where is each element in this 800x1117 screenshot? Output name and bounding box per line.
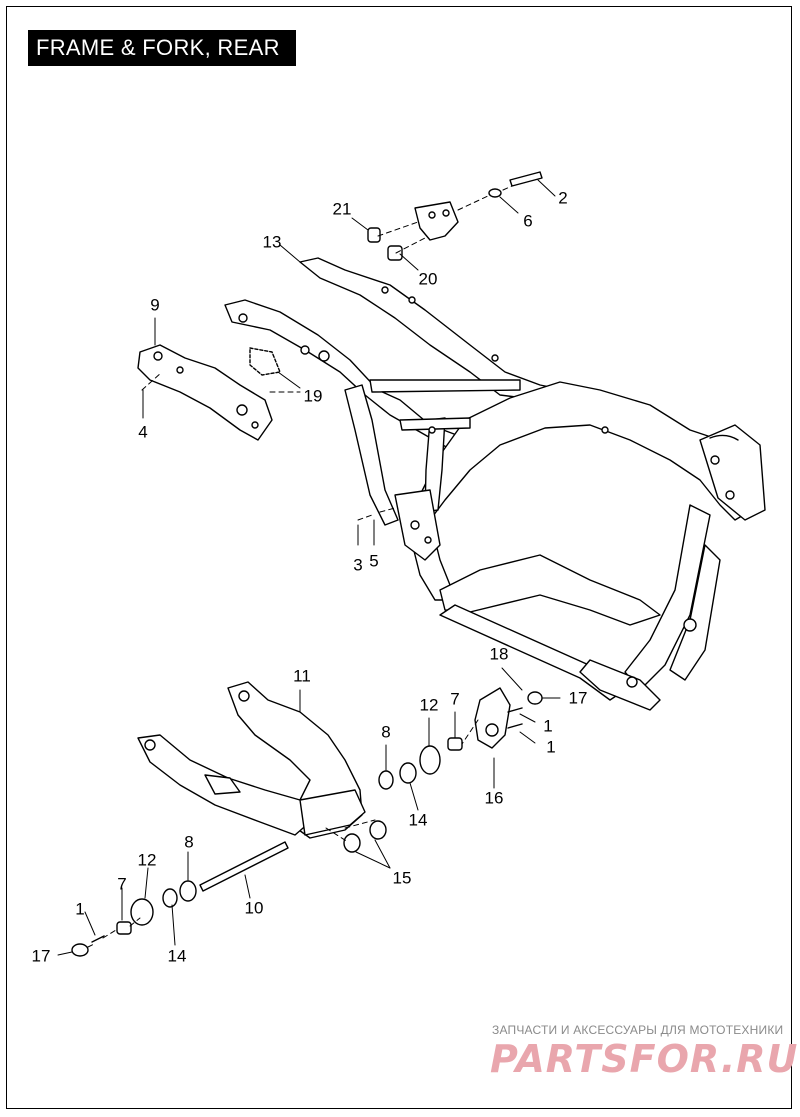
upper-bracket-parts (367, 171, 543, 261)
pivot-bracket-parts (378, 687, 543, 790)
callout-18: 18 (489, 644, 509, 664)
pivot-shaft-parts (71, 820, 387, 957)
watermark-logo: PARTSFOR.RU (490, 1037, 799, 1081)
callout-17-upper: 17 (568, 688, 588, 708)
callout-4: 4 (138, 422, 148, 442)
callout-7-upper: 7 (450, 689, 460, 709)
callout-20: 20 (418, 269, 438, 289)
swingarm-part (137, 681, 366, 839)
page-title: FRAME & FORK, REAR (28, 30, 296, 66)
callout-19: 19 (303, 386, 323, 406)
callout-2: 2 (558, 188, 568, 208)
callout-3: 3 (353, 555, 363, 575)
callout-13: 13 (262, 232, 282, 252)
callout-8-lower: 8 (184, 832, 194, 852)
callout-1-middle: 1 (546, 737, 556, 757)
gasket-part (249, 347, 281, 376)
watermark-caption: ЗАПЧАСТИ И АКСЕССУАРЫ ДЛЯ МОТОТЕХНИКИ (492, 1023, 784, 1037)
callout-16: 16 (484, 788, 504, 808)
callout-11: 11 (293, 666, 311, 686)
callout-12-upper: 12 (419, 695, 439, 715)
callout-8-upper: 8 (381, 722, 391, 742)
callout-21: 21 (332, 199, 352, 219)
callout-14-upper: 14 (408, 810, 428, 830)
callout-17-lower: 17 (31, 946, 51, 966)
main-frame (224, 257, 766, 711)
callout-14-lower: 14 (167, 946, 187, 966)
callout-1-lower: 1 (75, 899, 85, 919)
leader-lines (57, 179, 561, 956)
side-cover-part (137, 344, 273, 441)
callout-5: 5 (369, 551, 379, 571)
callout-12-lower: 12 (137, 850, 157, 870)
callout-1-upper: 1 (543, 716, 553, 736)
callout-7-lower: 7 (117, 874, 127, 894)
callout-15: 15 (392, 868, 412, 888)
callout-6: 6 (523, 211, 533, 231)
diagram-border (6, 6, 792, 1109)
explosion-lines (87, 185, 513, 948)
callout-9: 9 (150, 295, 160, 315)
callout-10: 10 (244, 898, 264, 918)
